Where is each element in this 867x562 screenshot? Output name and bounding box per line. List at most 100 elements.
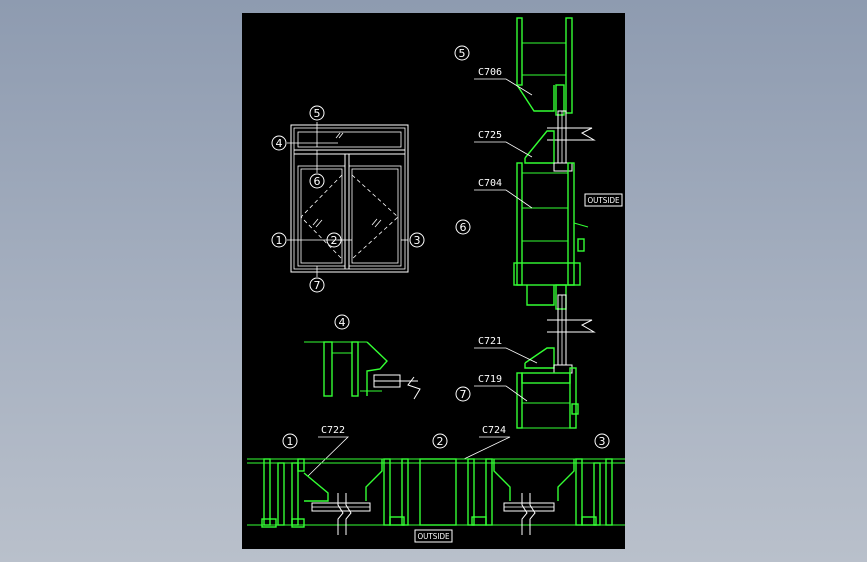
left-sash [297, 165, 346, 267]
hs-marker-1: 1 [282, 433, 298, 449]
svg-text:OUTSIDE: OUTSIDE [417, 532, 450, 541]
detail-4-frame-right [351, 341, 359, 397]
center-left-bead [365, 459, 383, 501]
elevation-outer-frame [290, 124, 409, 273]
head-frame-glazing-leg [516, 84, 555, 112]
right-glass-break [521, 493, 528, 535]
outside-label-vertical: OUTSIDE [584, 193, 623, 207]
c721-gasket [553, 364, 573, 374]
svg-text:C706: C706 [478, 67, 502, 78]
svg-text:C719: C719 [478, 374, 502, 385]
svg-text:C704: C704 [478, 178, 502, 189]
glass-hatch-2 [338, 132, 344, 139]
marker-5: 5 [309, 105, 325, 121]
c721-glazing-bead [524, 347, 555, 369]
svg-text:4: 4 [339, 316, 346, 329]
label-c724: C724 [463, 425, 511, 460]
transom-glass [297, 131, 402, 148]
svg-text:1: 1 [287, 435, 294, 448]
head-frame-gasket [555, 84, 565, 116]
label-c725: C725 [474, 130, 533, 158]
window-elevation: 5 4 6 1 2 3 7 [271, 105, 425, 293]
glass-hatch-3 [312, 218, 319, 226]
label-c719: C719 [474, 374, 528, 402]
left-glass-break [337, 493, 344, 535]
marker-1: 1 [271, 232, 287, 248]
drawing-sheet: 5 4 6 1 2 3 7 4 [242, 13, 625, 549]
left-sash-opening-indicator [300, 174, 343, 260]
transom-drip [573, 222, 589, 228]
vertical-section: 5 6 7 [454, 17, 623, 429]
right-sash-opening-indicator [351, 174, 399, 260]
lower-break-mark [547, 319, 596, 333]
transom-gasket-clip [577, 238, 585, 252]
left-jamb-foot [261, 518, 277, 528]
left-jamb-foot-2 [291, 518, 305, 528]
right-jamb-wall-3 [605, 458, 613, 526]
center-right-bead [493, 459, 511, 501]
transom-left-wall [516, 162, 523, 286]
center-mullion-box [419, 458, 457, 526]
center-foot-2 [471, 516, 487, 526]
left-jamb-wall-3 [291, 462, 299, 526]
transom-lower-box [513, 262, 581, 286]
right-sash [348, 165, 402, 267]
glass-hatch-1 [335, 132, 341, 139]
glass-hatch-4 [315, 219, 323, 228]
right-jamb-wall-1 [575, 458, 583, 526]
marker-2: 2 [326, 232, 342, 248]
detail-4-section: 4 [304, 314, 421, 400]
svg-text:OUTSIDE: OUTSIDE [587, 196, 620, 205]
left-jamb-clip [297, 458, 305, 472]
svg-text:5: 5 [314, 107, 321, 120]
svg-text:2: 2 [331, 234, 338, 247]
right-sash-glass [351, 168, 399, 264]
detail-4-glazing-bead [366, 341, 388, 396]
hs-marker-3: 3 [594, 433, 610, 449]
center-wall-4 [485, 458, 493, 526]
head-frame-right-wall [565, 17, 573, 114]
detail-4-frame-left [323, 341, 333, 397]
center-wall-2 [401, 458, 409, 526]
center-wall-1 [383, 458, 391, 526]
svg-text:C724: C724 [482, 425, 506, 436]
marker-4: 4 [271, 135, 287, 151]
cad-drawing: 5 4 6 1 2 3 7 4 [247, 17, 625, 543]
svg-text:6: 6 [314, 175, 321, 188]
center-foot-1 [389, 516, 405, 526]
c725-glazing-bead [524, 130, 555, 164]
outside-label-horizontal: OUTSIDE [414, 529, 453, 543]
detail-4-break-mark [407, 376, 421, 400]
marker-6: 6 [309, 173, 325, 189]
svg-text:C725: C725 [478, 130, 502, 141]
vs-marker-5: 5 [454, 45, 470, 61]
horizontal-section: 1 2 3 C722 C724 [247, 425, 625, 543]
sill-right-wall [569, 367, 577, 429]
left-jamb-bead [303, 472, 329, 502]
sash-top-leg [526, 285, 555, 306]
sill-clip [571, 403, 579, 415]
label-c721: C721 [474, 336, 538, 364]
vs-marker-7: 7 [455, 386, 471, 402]
svg-text:1: 1 [276, 234, 283, 247]
svg-text:C722: C722 [321, 425, 345, 436]
c725-gasket [553, 162, 573, 172]
svg-text:4: 4 [276, 137, 283, 150]
label-c706: C706 [474, 67, 533, 96]
left-sash-glass [300, 168, 343, 264]
left-jamb-wall-1 [263, 458, 271, 526]
right-jamb-wall-2 [593, 462, 601, 526]
sill-top-box [521, 372, 571, 384]
svg-text:2: 2 [437, 435, 444, 448]
center-wall-3 [467, 458, 475, 526]
left-jamb-wall-2 [277, 462, 285, 526]
vs-marker-6: 6 [455, 219, 471, 235]
transom-right-wall [567, 162, 575, 286]
label-c704: C704 [474, 178, 533, 209]
label-c722: C722 [307, 425, 349, 477]
right-jamb-bead [557, 459, 575, 501]
svg-text:7: 7 [314, 279, 321, 292]
right-jamb-foot [581, 516, 597, 526]
svg-text:3: 3 [414, 234, 421, 247]
sill-left-wall [516, 372, 523, 429]
